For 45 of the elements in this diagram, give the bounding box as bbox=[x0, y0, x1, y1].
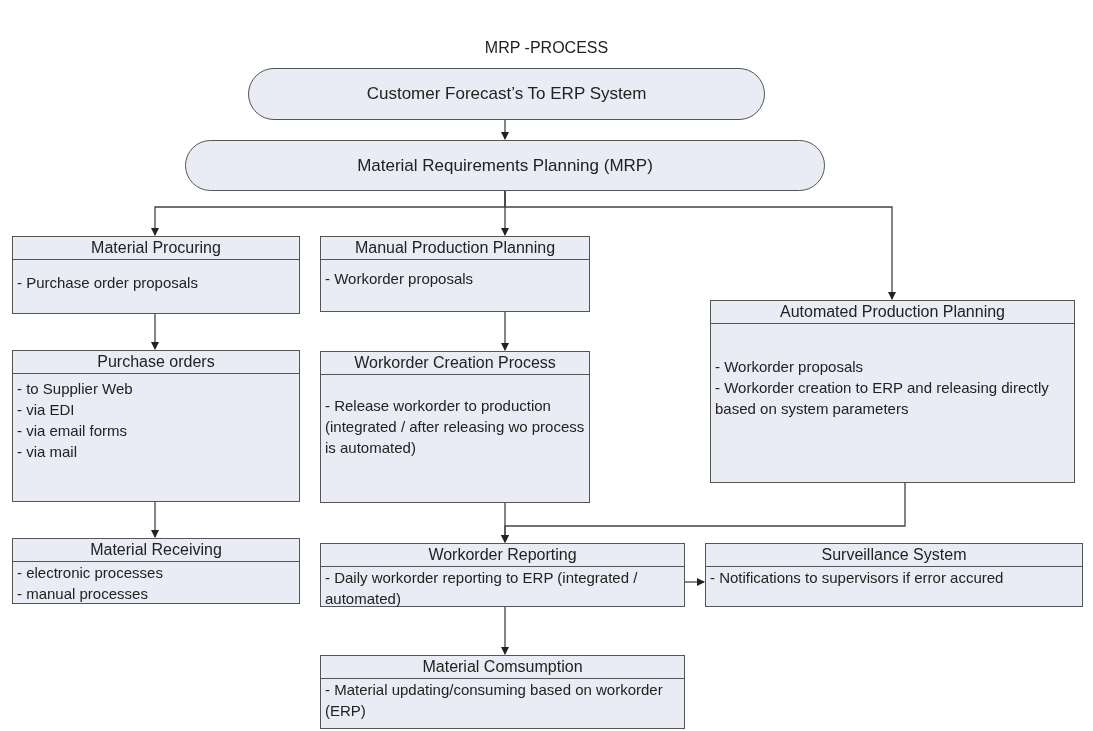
connector-arrow bbox=[151, 501, 159, 538]
box-heading: Material Receiving bbox=[90, 541, 222, 558]
process-pill bbox=[185, 140, 825, 191]
box-heading: Material Procuring bbox=[91, 239, 221, 256]
connector-arrow bbox=[504, 190, 896, 300]
connector-arrow bbox=[501, 606, 509, 655]
box-text: - Material updating/consuming based on workorder (ERP) bbox=[325, 681, 663, 719]
process-box bbox=[12, 350, 300, 502]
box-text: - to Supplier Web bbox=[17, 380, 133, 397]
box-heading: Workorder Reporting bbox=[428, 546, 577, 563]
process-box bbox=[320, 236, 590, 312]
process-box bbox=[320, 655, 685, 729]
box-text: - via mail bbox=[17, 443, 77, 460]
box-heading: Workorder Creation Process bbox=[354, 354, 556, 371]
process-box bbox=[320, 351, 590, 503]
box-text: - electronic processes bbox=[17, 564, 163, 581]
box-text: - Workorder creation to ERP and releasing directly based on system parameters bbox=[715, 379, 1049, 417]
diagram-title: MRP -PROCESS bbox=[484, 38, 609, 58]
process-label: Material Requirements Planning (MRP) bbox=[357, 154, 653, 177]
box-heading: Manual Production Planning bbox=[354, 239, 556, 256]
process-box bbox=[320, 543, 685, 607]
box-text: - via EDI bbox=[17, 401, 75, 418]
box-text: - Release workorder to production (integrated / after releasing wo process is automated) bbox=[325, 397, 585, 456]
box-text: - Purchase order proposals bbox=[17, 274, 198, 291]
process-pill bbox=[248, 68, 765, 120]
connector-arrow bbox=[151, 313, 159, 350]
box-heading: Purchase orders bbox=[97, 353, 215, 370]
connector-arrow bbox=[501, 119, 509, 140]
box-text: - Notifications to supervisors if error accured bbox=[710, 569, 1004, 586]
connector-arrow bbox=[501, 482, 906, 543]
connector-arrow bbox=[684, 578, 705, 586]
box-text: - Workorder proposals bbox=[325, 270, 474, 287]
box-text: - manual processes bbox=[17, 585, 148, 602]
box-text: - Daily workorder reporting to ERP (integrated / automated) bbox=[325, 569, 638, 607]
box-text: - Workorder proposals bbox=[715, 358, 864, 375]
box-heading: Material Comsumption bbox=[422, 658, 583, 675]
process-box bbox=[12, 236, 300, 314]
process-box bbox=[710, 300, 1075, 483]
box-heading: Automated Production Planning bbox=[779, 303, 1005, 320]
process-box bbox=[705, 543, 1083, 607]
process-box bbox=[12, 538, 300, 604]
process-label: Customer Forecast’s To ERP System bbox=[366, 83, 647, 106]
box-heading: Surveillance System bbox=[821, 546, 967, 563]
connector-arrow bbox=[501, 311, 509, 351]
box-text: - via email forms bbox=[17, 422, 128, 439]
